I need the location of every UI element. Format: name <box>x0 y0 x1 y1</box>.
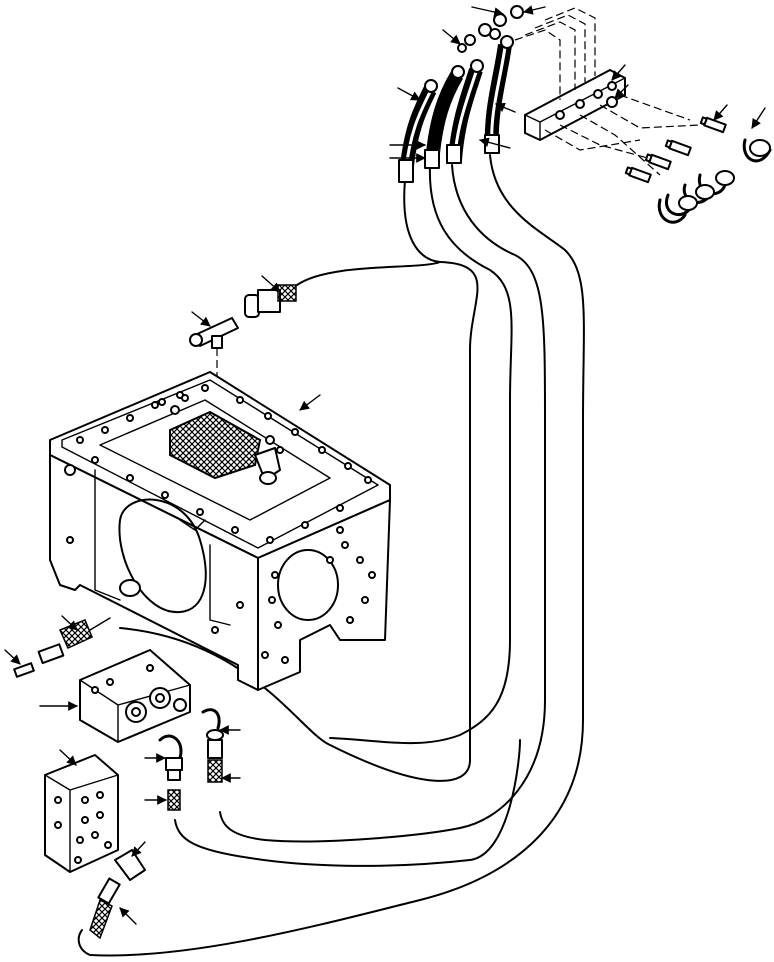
pressure-sensor <box>13 617 111 678</box>
case-side-holes <box>64 464 376 664</box>
tee-fitting <box>189 317 239 400</box>
case-control-valve <box>158 394 284 531</box>
auxiliary-valve <box>44 754 146 940</box>
right-fittings <box>624 116 772 224</box>
callout-arrows <box>4 5 766 925</box>
manifold-block <box>514 7 701 176</box>
control-valve <box>79 649 191 743</box>
valve-elbows <box>158 708 224 811</box>
hose-routes <box>77 154 585 957</box>
adapter-fitting <box>244 284 297 318</box>
case-bolt-holes <box>76 384 372 544</box>
upper-hoses <box>398 5 524 183</box>
